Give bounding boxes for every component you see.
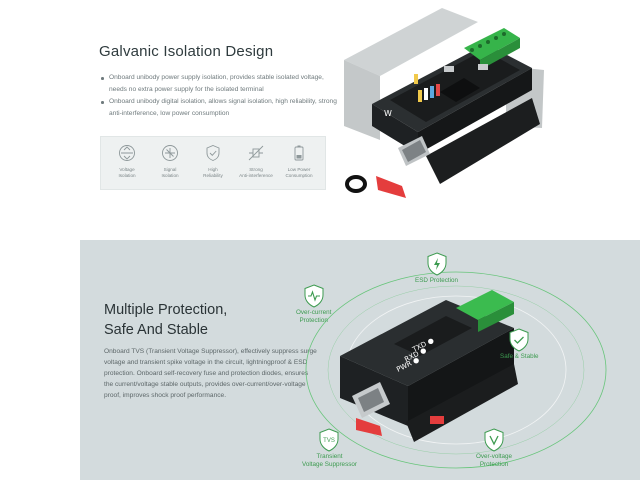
callout-safe-stable: Safe & Stable (500, 328, 539, 361)
callout-tvs: TVS Transient Voltage Suppressor (302, 428, 357, 469)
callout-label: Over-current Protection (296, 309, 332, 324)
callout-over-current: Over-current Protection (296, 284, 331, 325)
shield-check-icon (509, 328, 529, 352)
feature-label: Strong Anti-interference (239, 167, 273, 178)
multiple-protection-section: Multiple Protection, Safe And Stable Onb… (80, 240, 640, 480)
feature-anti-interference: Strong Anti-interference (236, 143, 276, 189)
signal-isolation-icon (162, 145, 178, 161)
section-description: Onboard TVS (Transient Voltage Suppresso… (104, 348, 317, 399)
battery-icon (294, 145, 304, 161)
product-image-isolated-board: W (344, 8, 544, 198)
esd-protection-icon (427, 252, 447, 276)
tvs-icon-text: TVS (324, 438, 336, 444)
feature-voltage-isolation: Voltage Isolation (107, 143, 147, 189)
shield-check-icon (206, 145, 220, 161)
svg-text:W: W (384, 109, 392, 118)
callout-esd-protection: ESD Protection (415, 252, 458, 285)
over-voltage-icon (484, 428, 504, 452)
feature-label: Low Power Consumption (285, 167, 313, 178)
anti-interference-icon (248, 145, 264, 161)
section-title-line: Multiple Protection, (104, 302, 228, 318)
feature-low-power: Low Power Consumption (279, 143, 319, 189)
callout-label: Over-voltage Protection (476, 453, 513, 468)
feature-label: Voltage Isolation (118, 167, 136, 178)
callout-over-voltage: Over-voltage Protection (476, 428, 512, 469)
section-title-line: Safe And Stable (104, 322, 208, 338)
over-current-icon (304, 284, 324, 308)
galvanic-isolation-section: Galvanic Isolation Design Onboard unibod… (0, 0, 640, 232)
product-image-protection-board: TXD ● RXD ● PWR ● (305, 271, 607, 469)
section-title: Galvanic Isolation Design (99, 43, 274, 60)
section-title: Multiple Protection, Safe And Stable (104, 300, 227, 340)
feature-label: High Reliability (203, 167, 223, 178)
feature-icon-row: Voltage Isolation Signal Isolation High … (100, 136, 326, 190)
tvs-icon: TVS (319, 428, 339, 452)
callout-label: Safe & Stable (500, 353, 539, 360)
feature-signal-isolation: Signal Isolation (150, 143, 190, 189)
feature-high-reliability: High Reliability (193, 143, 233, 189)
callout-label: ESD Protection (415, 277, 459, 284)
voltage-isolation-icon (119, 145, 135, 161)
feature-label: Signal Isolation (161, 167, 179, 178)
callout-label: Transient Voltage Suppressor (302, 453, 357, 468)
feature-bullet-list: Onboard unibody power supply isolation, … (101, 72, 341, 120)
bullet-item: Onboard unibody power supply isolation, … (101, 72, 341, 96)
bullet-item: Onboard unibody digital isolation, allow… (101, 96, 341, 120)
